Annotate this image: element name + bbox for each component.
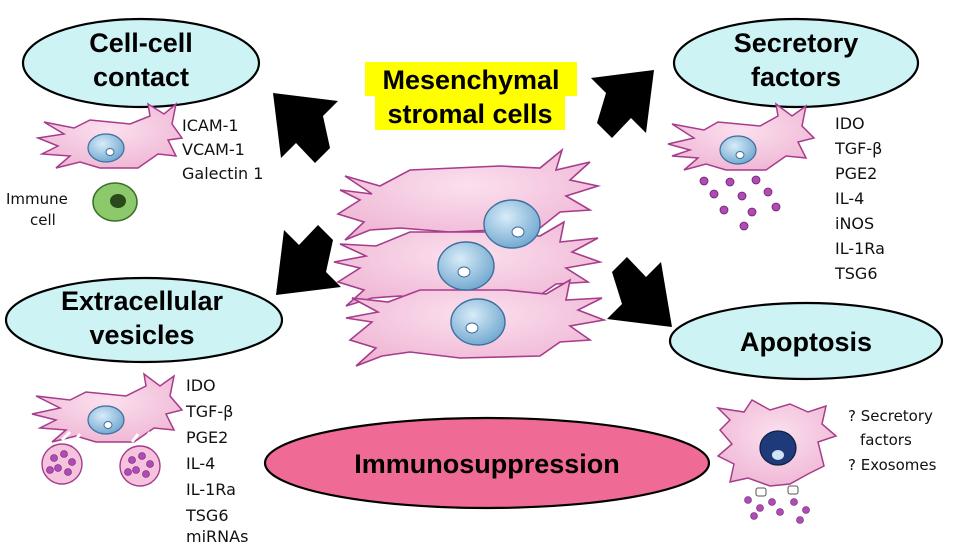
contact-molecule: Galectin 1 bbox=[182, 164, 263, 183]
center-title-line2: stromal cells bbox=[387, 99, 552, 129]
vesicle-molecule: TSG6 bbox=[185, 506, 229, 525]
apoptosis-note: factors bbox=[860, 431, 912, 449]
arrow-to-cell-contact bbox=[273, 93, 338, 163]
secretory-title-line1: Secretory bbox=[734, 28, 859, 58]
immune-cell-label-line2: cell bbox=[30, 211, 56, 229]
vesicle-molecule: PGE2 bbox=[186, 428, 228, 447]
vesicle-molecule: IDO bbox=[186, 376, 216, 395]
arrow-to-secretory bbox=[591, 70, 654, 138]
apoptosis-note: ? Secretory bbox=[848, 407, 933, 425]
secretory-molecule: TGF-β bbox=[834, 139, 882, 158]
cell-contact-title-line2: contact bbox=[93, 62, 189, 92]
secretory-molecule: IL-4 bbox=[835, 189, 864, 208]
immune-cell-label-line1: Immune bbox=[6, 190, 68, 208]
arrow-to-vesicles bbox=[276, 225, 341, 295]
vesicles-ellipse bbox=[4, 276, 284, 364]
vesicle-molecule: miRNAs bbox=[186, 527, 248, 546]
vesicle-molecule: IL-4 bbox=[186, 454, 215, 473]
arrow-to-apoptosis bbox=[607, 257, 672, 327]
extracellular-vesicle-icon bbox=[119, 445, 161, 487]
vesicles-section: Extracellular vesicles IDO TGF-β PGE2 IL… bbox=[4, 276, 284, 546]
cell-contact-ellipse bbox=[21, 17, 261, 109]
apoptosis-note: ? Exosomes bbox=[848, 456, 937, 474]
cell-contact-title-line1: Cell-cell bbox=[89, 28, 193, 58]
vesicle-molecule: IL-1Ra bbox=[186, 480, 236, 499]
apoptosis-section: Apoptosis ? Secretory factors ? Exosomes bbox=[668, 301, 944, 524]
cell-contact-section: Cell-cell contact Immune cell ICAM-1 VCA… bbox=[6, 17, 263, 229]
secretory-section: Secretory factors IDO TGF-β PGE2 IL-4 iN… bbox=[667, 17, 920, 283]
vesicles-title-line2: vesicles bbox=[89, 320, 194, 350]
contact-molecule: ICAM-1 bbox=[182, 116, 239, 135]
apoptosis-title: Apoptosis bbox=[740, 327, 872, 357]
outcome-label: Immunosuppression bbox=[354, 449, 620, 479]
secretory-molecule: iNOS bbox=[835, 214, 874, 233]
central-msc-cluster bbox=[333, 147, 607, 367]
released-exosome-dots bbox=[744, 485, 810, 524]
center-title-line1: Mesenchymal bbox=[382, 65, 559, 95]
immunosuppression-outcome: Immunosuppression bbox=[263, 416, 711, 510]
contact-molecule: VCAM-1 bbox=[182, 140, 245, 159]
vesicles-title-line1: Extracellular bbox=[61, 286, 224, 316]
secretory-title-line2: factors bbox=[751, 62, 841, 92]
extracellular-vesicle-icon bbox=[41, 443, 83, 485]
secreted-factor-dots bbox=[699, 175, 781, 231]
outcome-ellipse bbox=[263, 416, 711, 510]
secretory-molecule: IDO bbox=[835, 114, 865, 133]
vesicle-molecule: TGF-β bbox=[185, 402, 233, 421]
secretory-molecule: TSG6 bbox=[834, 264, 878, 283]
secretory-ellipse bbox=[672, 17, 920, 109]
apoptosis-ellipse bbox=[668, 301, 944, 381]
secretory-molecule: IL-1Ra bbox=[835, 239, 885, 258]
center-title-box: Mesenchymal stromal cells bbox=[365, 62, 577, 130]
secretory-molecule: PGE2 bbox=[835, 164, 877, 183]
